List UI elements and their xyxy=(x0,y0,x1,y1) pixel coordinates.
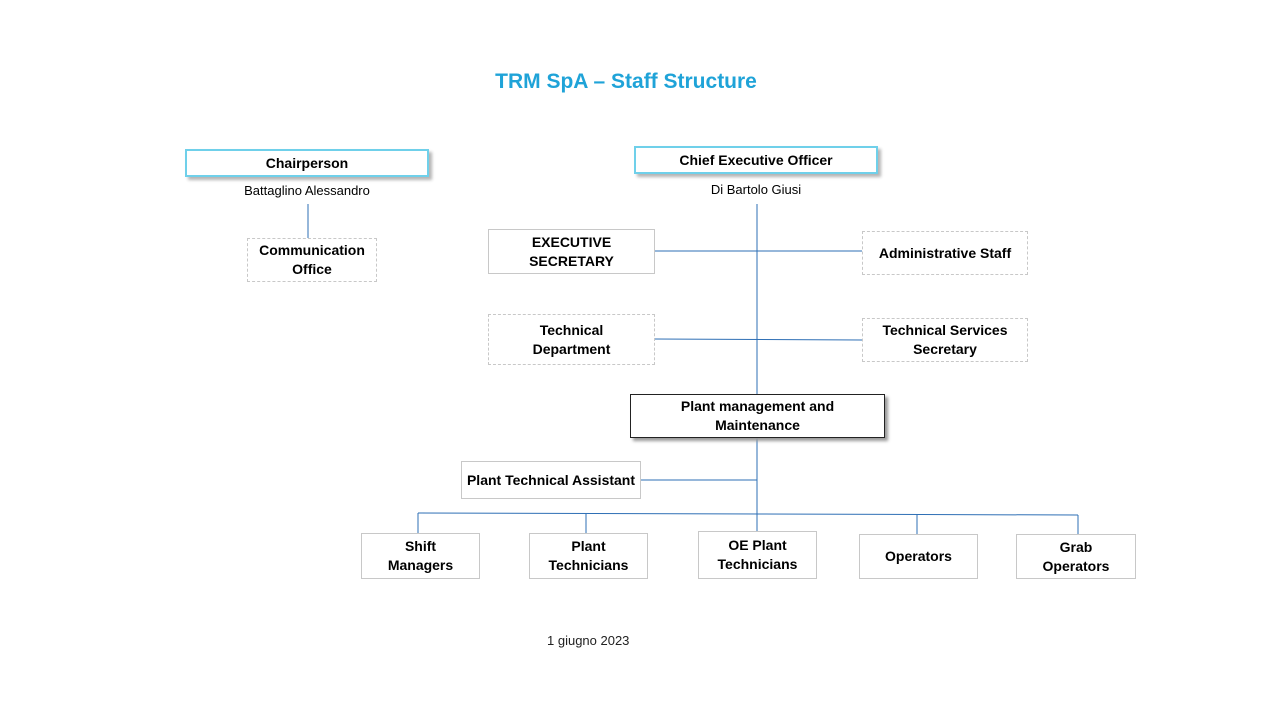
team-box: Operators xyxy=(859,534,978,579)
page-title: TRM SpA – Staff Structure xyxy=(495,70,757,93)
teams-bus-line xyxy=(417,512,1079,516)
administrative-staff-box: Administrative Staff xyxy=(862,231,1028,275)
team-label: Grab Operators xyxy=(1042,538,1110,574)
chairperson-box: Chairperson xyxy=(185,149,429,177)
team-box: Shift Managers xyxy=(361,533,480,579)
technical-services-secretary-label: Technical Services Secretary xyxy=(882,322,1008,357)
date-label: 1 giugno 2023 xyxy=(547,633,630,648)
team-box: OE Plant Technicians xyxy=(698,531,817,579)
technical-department-label: Technical Department xyxy=(532,321,611,357)
team-label: Plant Technicians xyxy=(548,538,629,573)
team-label: Shift Managers xyxy=(387,538,454,573)
executive-secretary-label: EXECUTIVE SECRETARY xyxy=(529,233,614,269)
communication-office-box: Communication Office xyxy=(247,238,377,282)
ceo-label: Chief Executive Officer xyxy=(679,151,833,168)
communication-office-label: Communication Office xyxy=(259,242,365,277)
ceo-box: Chief Executive Officer xyxy=(634,146,878,174)
plant-technical-assistant-label: Plant Technical Assistant xyxy=(466,471,636,488)
team-box: Plant Technicians xyxy=(529,533,648,579)
technical-services-secretary-box: Technical Services Secretary xyxy=(862,318,1028,362)
plant-management-label: Plant management and Maintenance xyxy=(680,398,835,433)
team-label: OE Plant Technicians xyxy=(717,537,798,572)
chairperson-name: Battaglino Alessandro xyxy=(244,183,370,198)
technical-connector xyxy=(653,338,863,341)
technical-department-box: Technical Department xyxy=(488,314,655,365)
team-box: Grab Operators xyxy=(1016,534,1136,579)
executive-secretary-box: EXECUTIVE SECRETARY xyxy=(488,229,655,274)
ceo-name: Di Bartolo Giusi xyxy=(710,182,802,197)
plant-management-box: Plant management and Maintenance xyxy=(630,394,885,438)
chairperson-label: Chairperson xyxy=(265,154,349,171)
administrative-staff-label: Administrative Staff xyxy=(878,244,1012,261)
plant-technical-assistant-box: Plant Technical Assistant xyxy=(461,461,641,499)
team-label: Operators xyxy=(885,548,952,564)
